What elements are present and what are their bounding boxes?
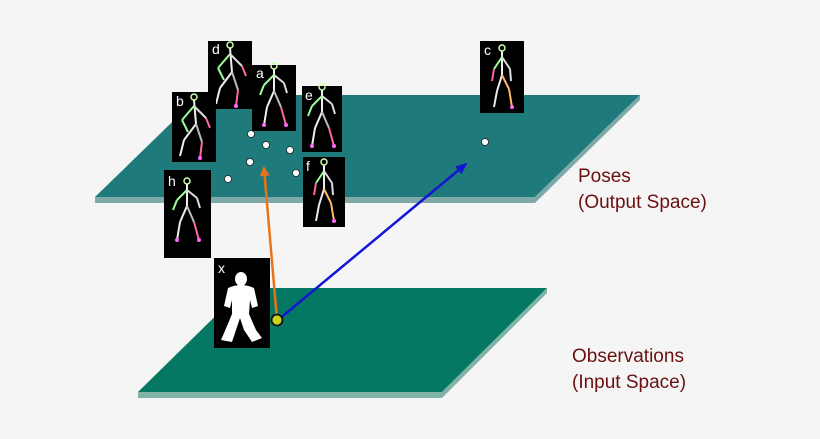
input-space-subtitle: (Input Space) (572, 372, 687, 393)
orange-arrow (259, 166, 279, 321)
pose-thumbnail-a: a (252, 62, 296, 131)
thumbnail-label: h (168, 173, 176, 189)
pose-thumbnail-b: b (172, 92, 216, 162)
thumbnail-label: d (212, 41, 220, 57)
output-space-label: Poses (Output Space) (578, 164, 707, 216)
pose-point (262, 141, 270, 149)
thumbnail-label: f (306, 158, 310, 174)
output-space-title: Poses (578, 166, 631, 187)
output-space-subtitle: (Output Space) (578, 192, 707, 213)
pose-point (481, 138, 489, 146)
input-space-label: Observations (Input Space) (572, 344, 686, 396)
observation-thumbnail-x: x (214, 258, 270, 348)
pose-point (286, 146, 294, 154)
thumbnail-label: a (256, 65, 264, 81)
pose-point (292, 169, 300, 177)
input-space-title: Observations (572, 346, 684, 367)
silhouette (221, 272, 262, 342)
pose-thumbnail-e: e (302, 83, 342, 152)
thumbnail-label: b (176, 93, 184, 109)
blue-arrow (277, 162, 468, 321)
pose-points (224, 130, 489, 183)
pose-thumbnail-f: f (303, 157, 345, 227)
pose-point (224, 175, 232, 183)
pose-thumbnail-c: c (480, 41, 524, 113)
thumbnail-label: x (218, 260, 225, 276)
pose-thumbnail-h: h (164, 170, 211, 258)
pose-point (247, 130, 255, 138)
observation-point (270, 313, 284, 327)
thumbnail-label: e (305, 87, 313, 103)
pose-point (246, 158, 254, 166)
thumbnail-label: c (484, 42, 491, 58)
